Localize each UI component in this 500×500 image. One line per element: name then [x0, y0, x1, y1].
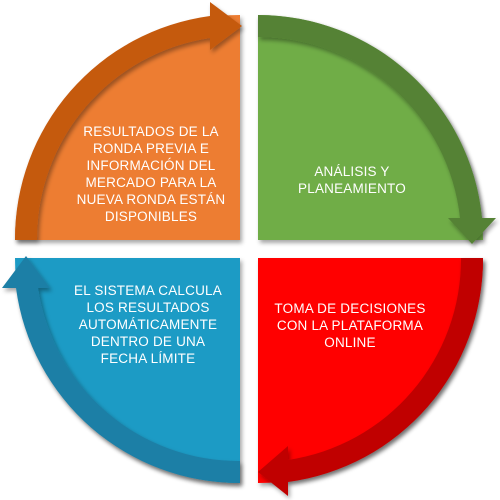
quadrant-bottom-left [15, 258, 240, 483]
arrow-bottom-right [258, 258, 484, 496]
arrow-top-left [14, 2, 242, 240]
text-line: RESULTADOS DE LA [83, 124, 219, 139]
text-line: CON LA PLATAFORMA [276, 317, 424, 333]
quadrant-top-left-text: RESULTADOS DE LA RONDA PREVIA E INFORMAC… [72, 118, 230, 230]
text-line: ANÁLISIS Y [314, 164, 390, 179]
quadrant-top-left [15, 15, 240, 240]
arrow-top-right [258, 14, 496, 245]
text-line: AUTOMÁTICAMENTE [78, 316, 218, 332]
quadrant-top-right-text: ANÁLISIS Y PLANEAMIENTO [272, 150, 432, 210]
quadrant-top-right [258, 15, 483, 240]
text-line: DISPONIBLES [104, 209, 198, 224]
text-line: PLANEAMIENTO [298, 181, 406, 196]
text-line: INFORMACIÓN DEL [86, 158, 216, 173]
text-line: MERCADO PARA LA [85, 175, 217, 190]
text-line: LOS RESULTADOS [86, 299, 210, 315]
text-line: ONLINE [324, 334, 376, 350]
text-line: NUEVA RONDA ESTÁN [76, 192, 226, 207]
text-line: DENTRO DE UNA [90, 333, 206, 349]
text-line: RONDA PREVIA E [92, 141, 210, 156]
quadrant-bottom-right-text: TOMA DE DECISIONES CON LA PLATAFORMA ONL… [262, 290, 438, 360]
text-line: TOMA DE DECISIONES [274, 300, 426, 316]
quadrant-bottom-left-text: EL SISTEMA CALCULA LOS RESULTADOS AUTOMÁ… [62, 272, 234, 376]
text-line: EL SISTEMA CALCULA [74, 282, 222, 298]
quadrant-bottom-right [258, 258, 483, 483]
arrow-bottom-left [2, 256, 240, 484]
text-line: FECHA LÍMITE [100, 350, 196, 366]
